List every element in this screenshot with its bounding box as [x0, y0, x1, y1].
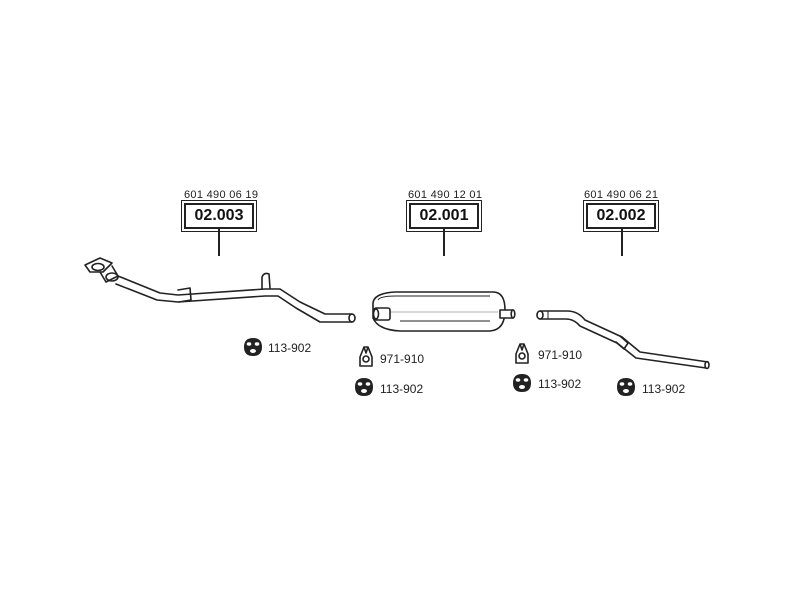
rubber-mount-icon[interactable] — [243, 337, 263, 357]
bracket-icon[interactable] — [356, 345, 376, 367]
accessory-code: 971-910 — [380, 352, 425, 366]
oe-number-front-pipe: 601 490 06 19 — [184, 189, 259, 201]
accessory-code: 971-910 — [538, 348, 583, 362]
oe-number-silencer: 601 490 12 01 — [408, 189, 483, 201]
accessory-code: 113-902 — [268, 341, 312, 355]
accessory-code: 113-902 — [642, 382, 686, 396]
rubber-mount-icon[interactable] — [354, 377, 374, 397]
rubber-mount-icon[interactable] — [512, 373, 532, 393]
accessory-code: 113-902 — [538, 377, 582, 391]
leader-line-rear-pipe — [621, 228, 623, 256]
leader-line-front-pipe — [218, 228, 220, 256]
rubber-mount-icon[interactable] — [616, 377, 636, 397]
oe-number-rear-pipe: 601 490 06 21 — [584, 189, 659, 201]
leader-line-silencer — [443, 228, 445, 256]
bracket-icon[interactable] — [512, 342, 532, 364]
accessory-code: 113-902 — [380, 382, 424, 396]
